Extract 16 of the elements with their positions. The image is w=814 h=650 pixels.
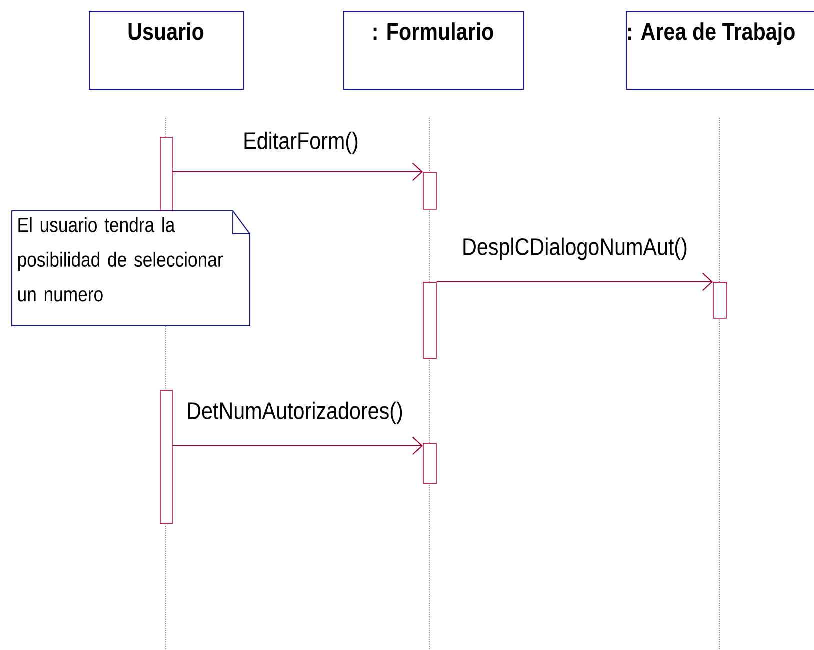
lifeline-header: : Formulario	[343, 11, 524, 90]
message-label: DetNumAutorizadores()	[185, 400, 405, 426]
activation-bar	[160, 137, 173, 211]
activation-bar	[423, 443, 437, 484]
message-label: DesplCDialogoNumAut()	[460, 236, 690, 262]
lifeline-header: Usuario	[89, 11, 244, 90]
lifeline-header: : Area de Trabajo	[626, 11, 814, 90]
message-arrow	[172, 436, 423, 456]
activation-bar	[423, 172, 437, 210]
activation-bar	[160, 390, 173, 524]
message-arrow	[436, 272, 713, 292]
message-label: EditarForm()	[242, 130, 360, 156]
activation-bar	[713, 282, 727, 319]
activation-bar	[423, 282, 437, 359]
message-arrow	[172, 162, 423, 182]
note: El usuario tendra la posibilidad de seleccionar un numero	[11, 210, 251, 327]
